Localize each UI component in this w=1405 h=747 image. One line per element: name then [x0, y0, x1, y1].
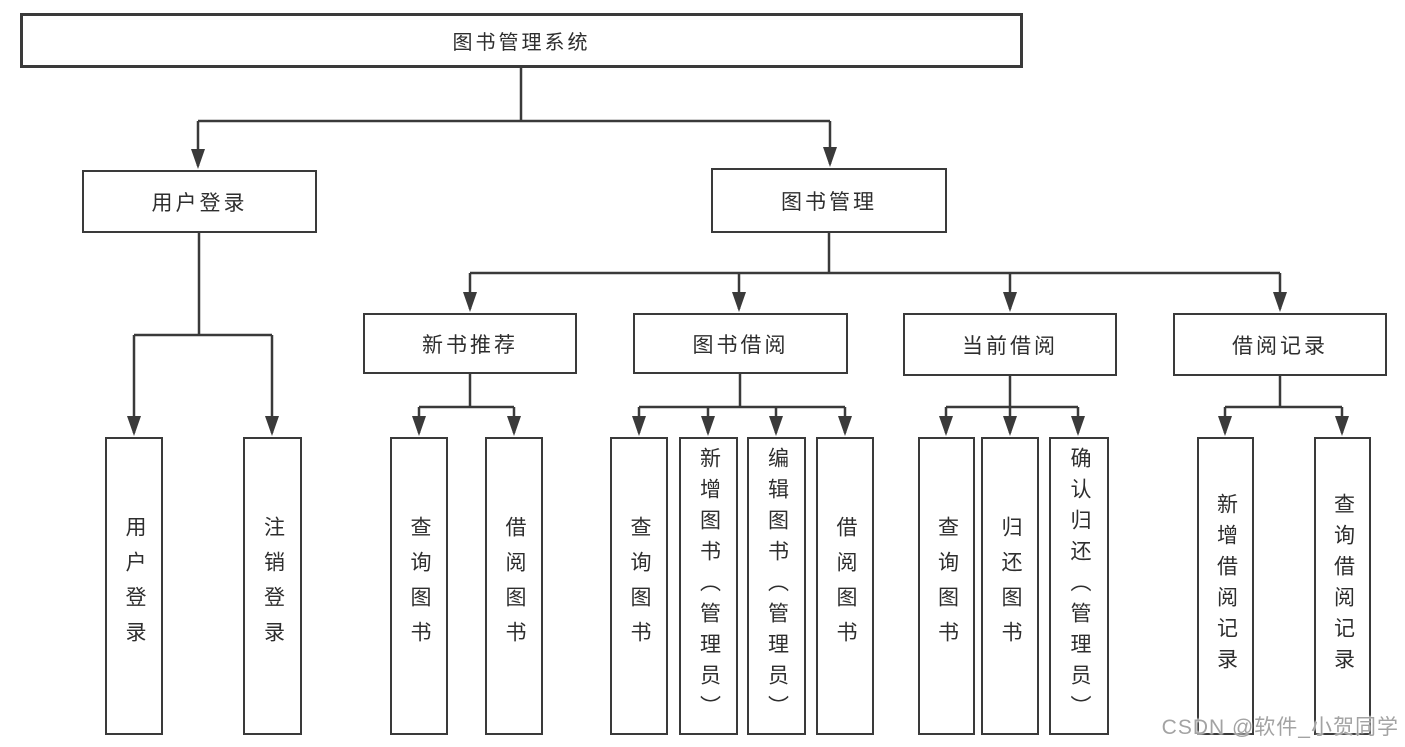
node-label: 归还图书 — [999, 516, 1022, 656]
node-user-login: 用户登录 — [82, 170, 317, 233]
node-label: 查询图书 — [408, 516, 431, 656]
node-current-borrowing: 当前借阅 — [903, 313, 1117, 376]
node-label: 借阅记录 — [1232, 334, 1328, 358]
node-leaf-query-books-current: 查询图书 — [918, 437, 975, 735]
node-leaf-borrow-books: 借阅图书 — [816, 437, 874, 735]
node-label: 新增图书（管理员） — [697, 446, 721, 726]
node-label: 借阅图书 — [834, 516, 857, 656]
node-label: 新书推荐 — [422, 333, 518, 357]
node-borrowing-records: 借阅记录 — [1173, 313, 1387, 376]
node-book-borrowing: 图书借阅 — [633, 313, 848, 374]
node-leaf-add-borrow-record: 新增借阅记录 — [1197, 437, 1254, 735]
node-leaf-user-login: 用户登录 — [105, 437, 163, 735]
node-leaf-edit-books-admin: 编辑图书（管理员） — [747, 437, 806, 735]
watermark: CSDN @软件_小贺同学 — [1161, 716, 1399, 739]
node-book-management: 图书管理 — [711, 168, 947, 233]
node-leaf-logout: 注销登录 — [243, 437, 302, 735]
node-leaf-return-books: 归还图书 — [981, 437, 1039, 735]
node-label: 图书借阅 — [692, 333, 789, 357]
node-label: 新增借阅记录 — [1214, 493, 1238, 679]
node-label: 确认归还（管理员） — [1068, 446, 1091, 726]
node-leaf-query-books-recommend: 查询图书 — [390, 437, 448, 735]
node-leaf-add-books-admin: 新增图书（管理员） — [679, 437, 738, 735]
node-label: 注销登录 — [261, 516, 285, 656]
node-label: 查询图书 — [628, 516, 651, 656]
node-system-root: 图书管理系统 — [20, 13, 1023, 68]
node-label: 编辑图书（管理员） — [765, 446, 789, 726]
node-label: 当前借阅 — [962, 334, 1058, 358]
node-label: 图书管理 — [781, 190, 877, 214]
node-label: 用户登录 — [151, 191, 248, 215]
node-label: 用户登录 — [123, 516, 146, 656]
node-leaf-query-books-borrowing: 查询图书 — [610, 437, 668, 735]
node-label: 查询图书 — [935, 516, 959, 656]
node-leaf-confirm-return-admin: 确认归还（管理员） — [1049, 437, 1109, 735]
node-label: 借阅图书 — [503, 516, 526, 656]
node-leaf-query-borrow-record: 查询借阅记录 — [1314, 437, 1371, 735]
node-new-book-recommend: 新书推荐 — [363, 313, 577, 374]
node-leaf-borrow-books-recommend: 借阅图书 — [485, 437, 543, 735]
node-label: 图书管理系统 — [452, 32, 591, 54]
node-label: 查询借阅记录 — [1331, 493, 1355, 679]
